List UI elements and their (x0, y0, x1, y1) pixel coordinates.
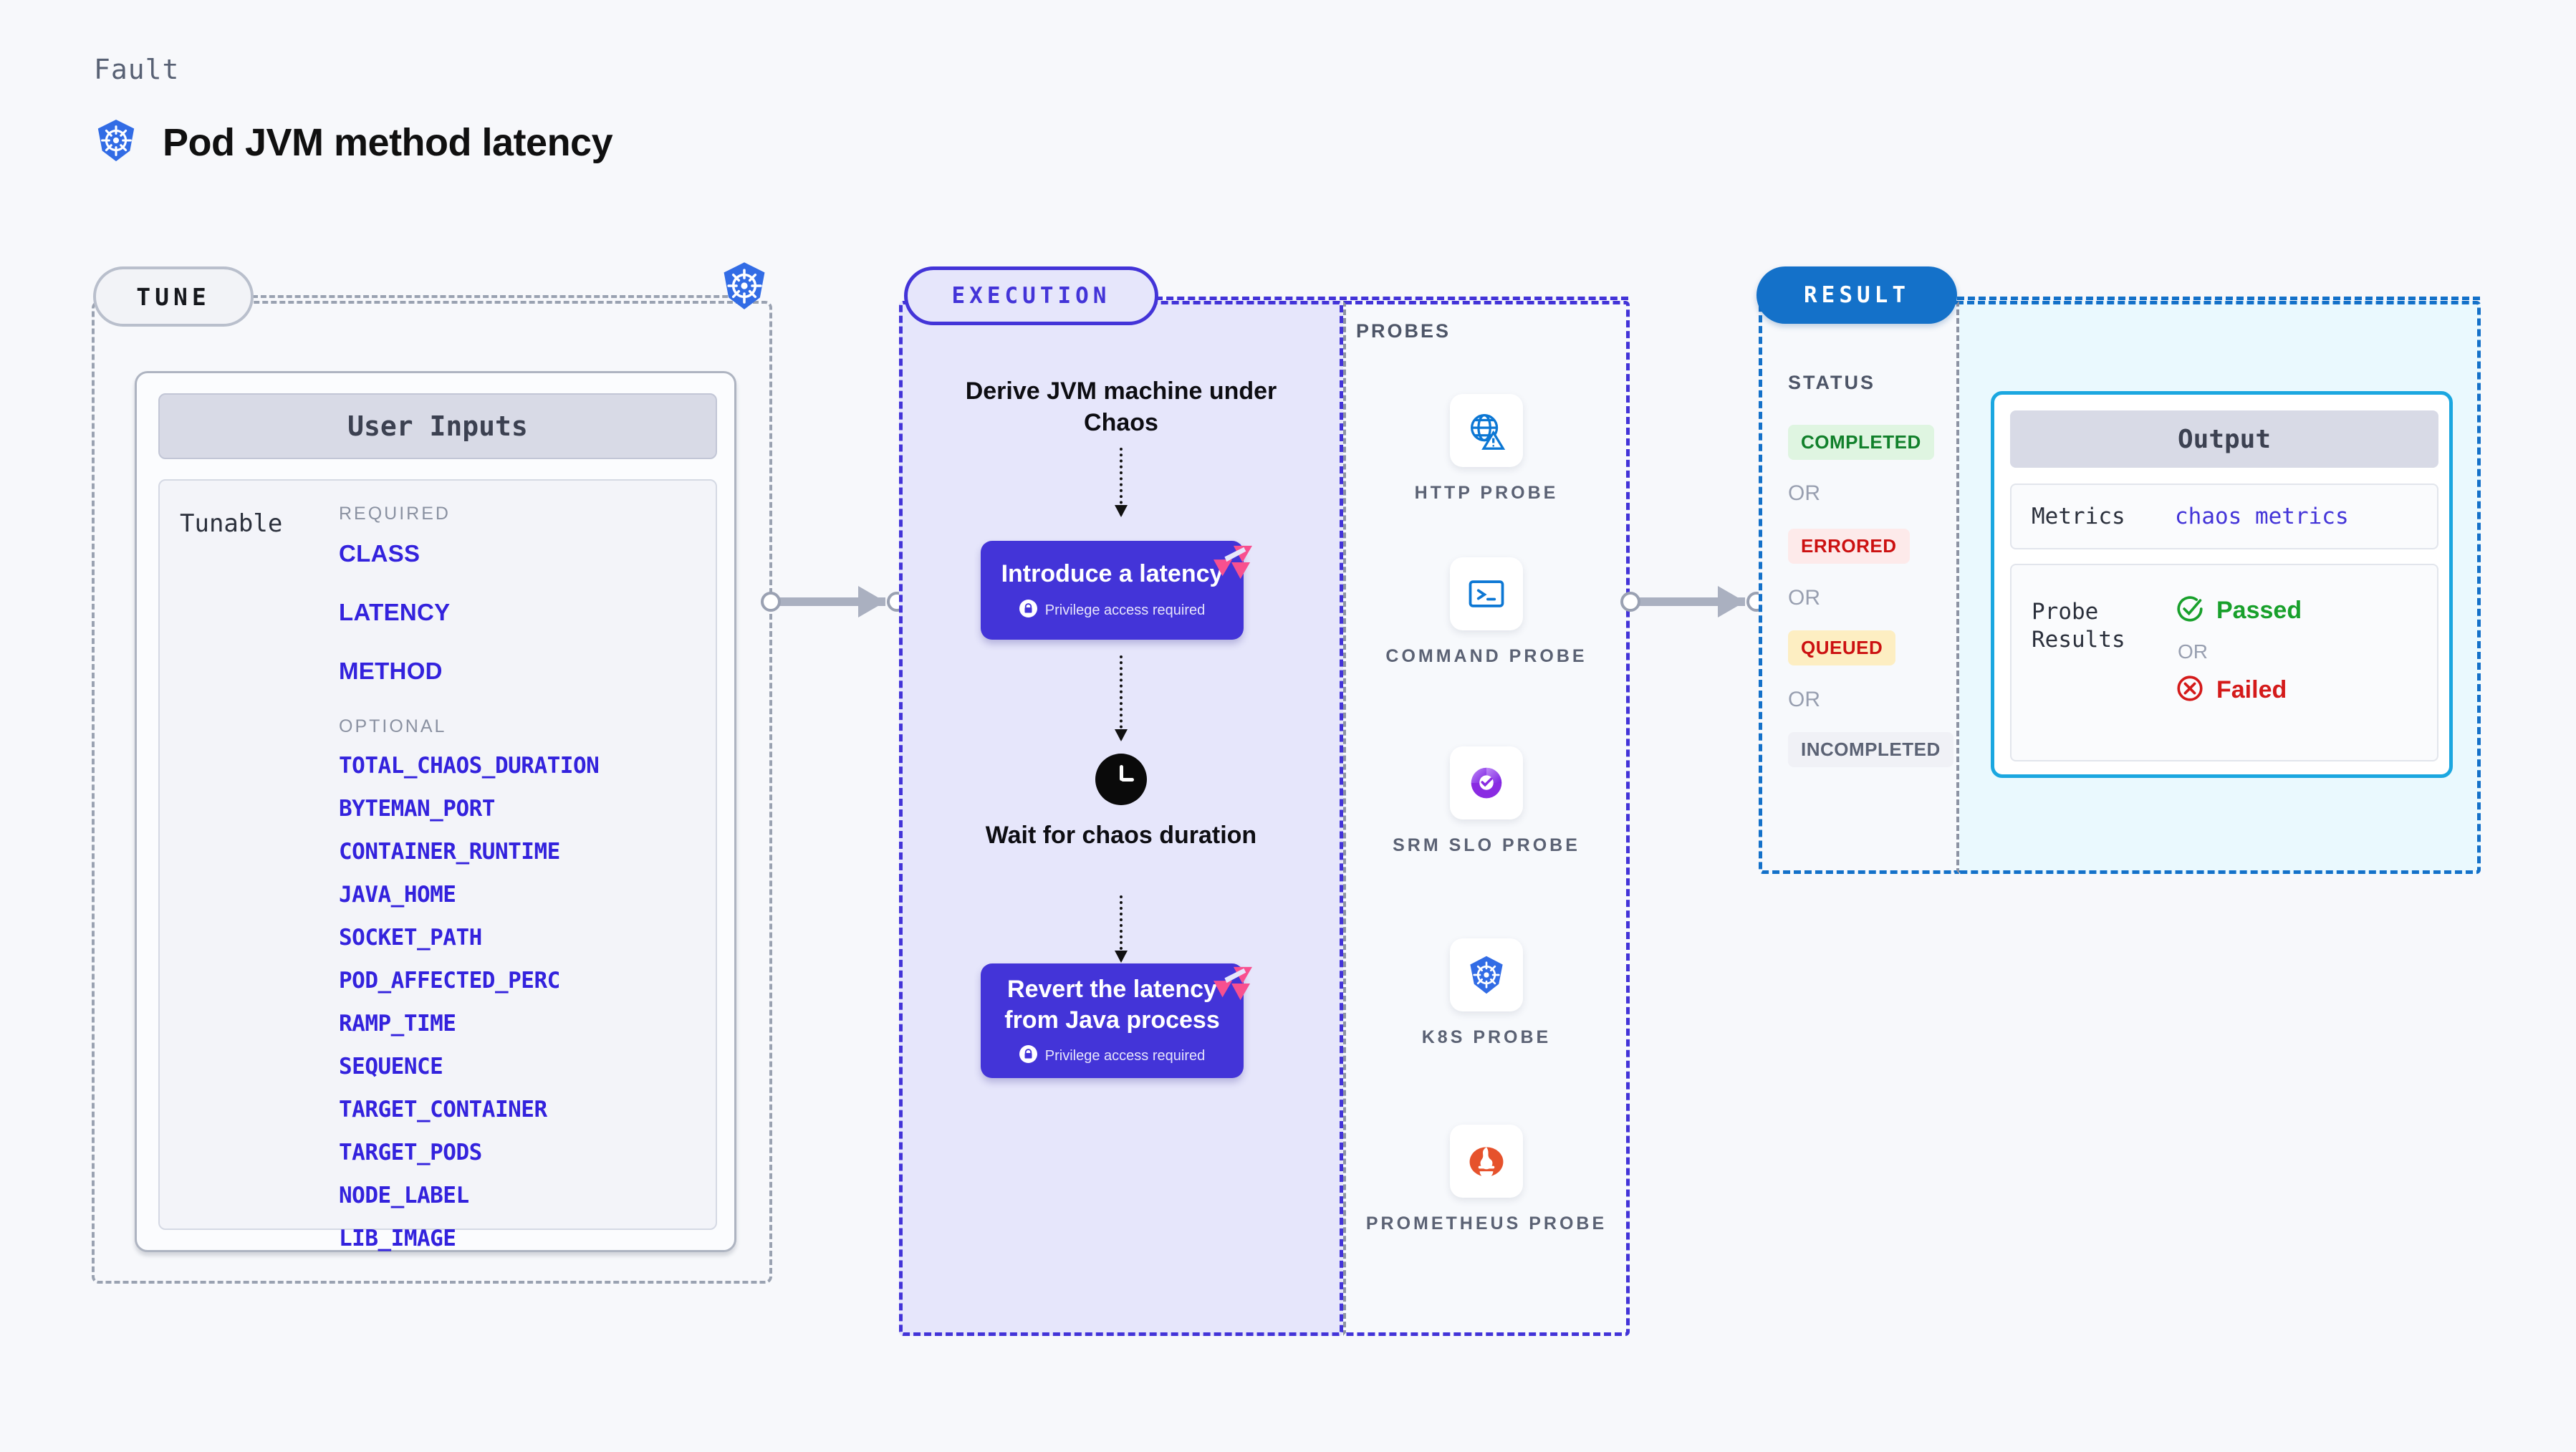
litmus-logo-icon (1212, 544, 1254, 585)
param-optional[interactable]: JAVA_HOME (339, 882, 456, 908)
probe-results-label: Probe Results (2032, 599, 2125, 653)
check-circle-icon (2175, 594, 2205, 628)
param-optional[interactable]: SOCKET_PATH (339, 925, 482, 951)
privilege-note-label: Privilege access required (1044, 602, 1206, 618)
step-derive-label: Derive JVM machine under Chaos (965, 378, 1277, 436)
action-title: Revert the latency from Java process (1004, 976, 1220, 1034)
failed-label: Failed (2216, 676, 2287, 703)
x-circle-icon (2175, 673, 2205, 707)
step-wait-label: Wait for chaos duration (985, 822, 1257, 849)
user-inputs-body: Tunable REQUIRED CLASS LATENCY METHOD OP… (158, 479, 717, 1251)
lock-icon (1019, 599, 1037, 622)
prometheus-icon (1450, 1125, 1523, 1198)
output-title: Output (2010, 410, 2438, 468)
probe-prometheus[interactable]: PROMETHEUS PROBE (1343, 1125, 1630, 1236)
probe-http[interactable]: HTTP PROBE (1343, 394, 1630, 506)
result-top-dash (1957, 297, 2480, 300)
tunable-label: Tunable (180, 509, 283, 538)
probes-label: PROBES (1356, 320, 1451, 342)
param-optional[interactable]: BYTEMAN_PORT (339, 796, 495, 822)
status-or: OR (1788, 688, 1820, 711)
param-optional[interactable]: TARGET_PODS (339, 1140, 482, 1165)
param-optional[interactable]: NODE_LABEL (339, 1183, 469, 1208)
privilege-note-label: Privilege access required (1044, 1048, 1206, 1064)
globe-warning-icon (1450, 394, 1523, 467)
param-optional[interactable]: CONTAINER_RUNTIME (339, 839, 560, 865)
status-or: OR (1788, 481, 1820, 505)
probe-caption: COMMAND PROBE (1385, 646, 1587, 666)
page-kicker: Fault (94, 54, 180, 85)
execution-pill[interactable]: EXECUTION (904, 266, 1158, 325)
action-title: Introduce a latency (1001, 560, 1224, 588)
probe-results-row: Probe Results Passed OR (2010, 564, 2438, 761)
param-optional[interactable]: POD_AFFECTED_PERC (339, 968, 560, 994)
execution-top-dash (1155, 297, 1628, 300)
tune-section (92, 301, 772, 1284)
param-optional[interactable]: TARGET_CONTAINER (339, 1097, 547, 1122)
page-title: Pod JVM method latency (163, 120, 613, 164)
required-group-label: REQUIRED (339, 504, 451, 524)
parameter-list: REQUIRED CLASS LATENCY METHOD OPTIONAL T… (339, 504, 711, 1269)
action-revert-latency[interactable]: Revert the latency from Java process Pri… (981, 963, 1244, 1078)
param-required[interactable]: LATENCY (339, 599, 451, 625)
kubernetes-icon (94, 118, 138, 166)
metrics-label: Metrics (2032, 503, 2125, 529)
passed-label: Passed (2216, 597, 2302, 624)
kubernetes-icon (1450, 938, 1523, 1011)
metrics-row: Metrics chaos metrics (2010, 484, 2438, 549)
kubernetes-icon (719, 261, 769, 314)
probe-k8s[interactable]: K8S PROBE (1343, 938, 1630, 1050)
probe-caption: SRM SLO PROBE (1393, 835, 1580, 855)
status-label: STATUS (1788, 372, 1875, 393)
metrics-value[interactable]: chaos metrics (2175, 504, 2349, 529)
result-pill[interactable]: RESULT (1756, 266, 1957, 324)
litmus-logo-icon (1212, 966, 1254, 1006)
arrow-introduce-to-wait (1115, 655, 1128, 741)
user-inputs-card: User Inputs Tunable REQUIRED CLASS LATEN… (135, 371, 736, 1252)
arrow-derive-to-introduce (1115, 448, 1128, 517)
privilege-note: Privilege access required (1019, 599, 1206, 622)
status-badge-queued: QUEUED (1788, 630, 1896, 665)
status-or: OR (1788, 586, 1820, 610)
status-badge-completed: COMPLETED (1788, 425, 1934, 460)
probe-result-or: OR (2178, 640, 2208, 663)
probe-caption: PROMETHEUS PROBE (1365, 1213, 1607, 1234)
connector-tune-to-execution (761, 586, 918, 617)
arrow-wait-to-revert (1115, 895, 1128, 963)
probe-caption: HTTP PROBE (1414, 483, 1559, 503)
tune-top-dash (252, 295, 754, 298)
connector-execution-to-result (1620, 586, 1778, 617)
probe-result-passed: Passed (2175, 594, 2302, 628)
param-optional[interactable]: TOTAL_CHAOS_DURATION (339, 753, 600, 779)
terminal-icon (1450, 557, 1523, 630)
param-optional[interactable]: LIB_IMAGE (339, 1226, 456, 1251)
param-required[interactable]: CLASS (339, 540, 420, 567)
result-section (1759, 301, 1959, 874)
page-header: Pod JVM method latency (94, 118, 613, 166)
tune-pill[interactable]: TUNE (93, 266, 254, 327)
probe-srm-slo[interactable]: SRM SLO PROBE (1343, 746, 1630, 858)
param-optional[interactable]: RAMP_TIME (339, 1011, 456, 1037)
privilege-note: Privilege access required (1019, 1045, 1205, 1067)
action-introduce-latency[interactable]: Introduce a latency Privilege access req… (981, 541, 1244, 640)
probe-caption: K8S PROBE (1421, 1027, 1552, 1047)
lock-icon (1019, 1045, 1037, 1067)
param-required[interactable]: METHOD (339, 658, 443, 684)
output-card: Output Metrics chaos metrics Probe Resul… (1991, 391, 2453, 778)
optional-group-label: OPTIONAL (339, 716, 447, 736)
probe-result-failed: Failed (2175, 673, 2302, 707)
status-badge-errored: ERRORED (1788, 529, 1910, 564)
user-inputs-title: User Inputs (158, 393, 717, 459)
srm-slo-icon (1450, 746, 1523, 819)
probe-command[interactable]: COMMAND PROBE (1343, 557, 1630, 669)
status-badge-incompleted: INCOMPLETED (1788, 732, 1953, 767)
clock-icon (1095, 754, 1147, 805)
param-optional[interactable]: SEQUENCE (339, 1054, 443, 1080)
